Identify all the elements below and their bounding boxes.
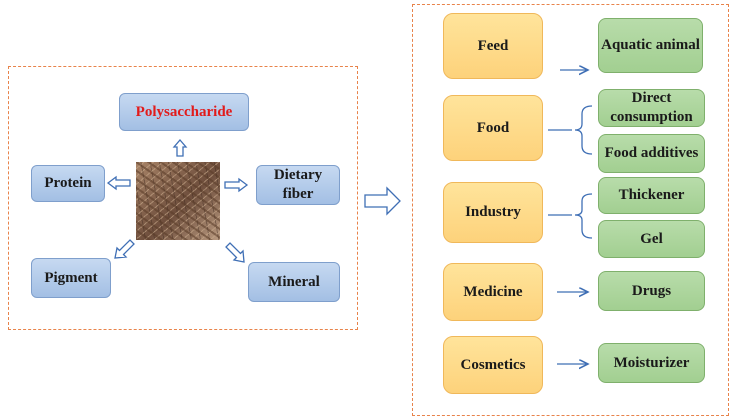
protein-box: Protein <box>31 165 105 202</box>
application-food: Food <box>443 95 543 161</box>
application-industry: Industry <box>443 182 543 243</box>
use-gel: Gel <box>598 220 705 258</box>
applications-panel <box>412 4 729 416</box>
arrow-right-icon <box>224 177 249 193</box>
arrow-down-right-icon <box>225 242 245 263</box>
use-food-additives: Food additives <box>598 134 705 173</box>
arrow-up-icon <box>172 139 188 157</box>
pigment-box: Pigment <box>31 258 111 298</box>
use-aquatic-animal: Aquatic animal <box>598 18 703 73</box>
arrow-down-left-icon <box>114 239 135 259</box>
industry-bracket <box>574 193 593 239</box>
application-feed: Feed <box>443 13 543 79</box>
seaweed-fiber-photo <box>136 162 220 240</box>
use-moisturizer: Moisturizer <box>598 343 705 383</box>
arrow-left-icon <box>106 175 131 191</box>
use-drugs: Drugs <box>598 271 705 311</box>
panel-link-arrow-icon <box>364 186 401 216</box>
components-panel <box>8 66 358 330</box>
application-cosmetics: Cosmetics <box>443 336 543 394</box>
food-bracket <box>574 105 593 155</box>
use-direct-consumption: Direct consumption <box>598 89 705 127</box>
use-thickener: Thickener <box>598 177 705 214</box>
dietary-fiber-box: Dietary fiber <box>256 165 340 205</box>
mineral-box: Mineral <box>248 262 340 302</box>
polysaccharide-box: Polysaccharide <box>119 93 249 131</box>
application-medicine: Medicine <box>443 263 543 321</box>
